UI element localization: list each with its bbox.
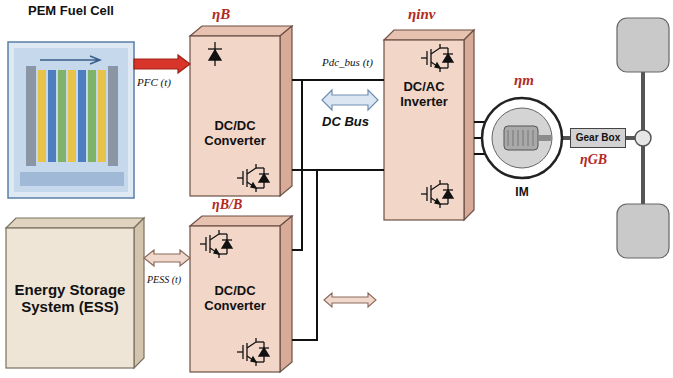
inverter-box (384, 30, 474, 220)
converter-box (190, 26, 292, 196)
diode-symbol (208, 42, 222, 66)
efficiency-label: ηB (212, 6, 230, 23)
node-label: DC/DC Converter (195, 284, 275, 314)
power-flow-arrow (324, 293, 376, 307)
wire-line (292, 80, 384, 170)
signal-label: Pdc_bus (t) (322, 56, 373, 68)
gearbox-box: Gear Box (570, 128, 626, 148)
efficiency-label: ηGB (580, 152, 607, 168)
node-heading: PEM Fuel Cell (28, 4, 114, 19)
node-label: DC/AC Inverter (388, 80, 460, 110)
bus-label: DC Bus (322, 114, 369, 129)
fuel-cell-node: PEM Fuel Cell (8, 2, 134, 198)
igbt-symbol (200, 230, 232, 258)
converter-box (190, 216, 292, 372)
storage-box: Energy Storage System (ESS) (6, 228, 134, 368)
converter-box: DC/DC Converter (190, 226, 280, 372)
node-label: Gear Box (576, 132, 620, 144)
power-flow-arrow (144, 250, 190, 266)
node-heading: IM (515, 186, 528, 200)
power-flow-arrow (322, 90, 378, 110)
igbt-symbol (421, 180, 453, 208)
motor-node: IM (480, 96, 564, 206)
signal-label: PFC (t) (136, 76, 172, 88)
inverter-box: DC/AC Inverter (384, 40, 464, 220)
igbt-symbol (421, 44, 453, 72)
igbt-symbol (237, 338, 269, 366)
signal-label: PESS (t) (146, 274, 182, 285)
node-label: DC/DC Converter (195, 119, 275, 149)
wire-line (292, 80, 317, 340)
igbt-symbol (237, 164, 269, 192)
power-flow-arrow (134, 55, 190, 73)
node-label: Energy Storage System (ESS) (11, 281, 129, 316)
efficiency-label: ηinv (408, 6, 435, 23)
fuel-cell-picture (8, 42, 134, 198)
converter-box: DC/DC Converter (190, 36, 280, 196)
efficiency-label: ηm (514, 72, 534, 89)
motor-picture (480, 96, 564, 180)
efficiency-label: ηB/B (212, 197, 242, 213)
storage-box (6, 218, 144, 368)
